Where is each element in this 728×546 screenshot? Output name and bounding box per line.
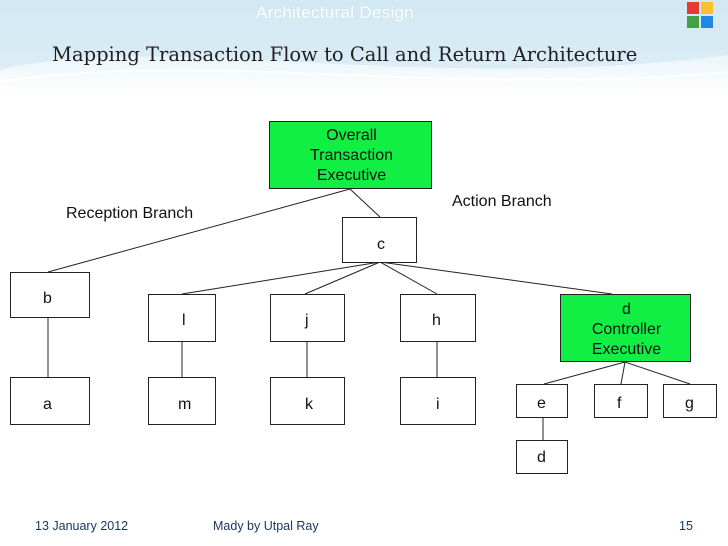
edge-dctrl-f [620,361,626,385]
node-f: f [594,384,648,418]
node-h: h [400,294,476,342]
node-d: d [516,440,568,474]
footer-author: Mady by Utpal Ray [213,519,319,533]
node-m: m [148,377,216,425]
edge-dctrl-g [624,361,691,385]
node-c: c [342,217,417,263]
action-branch-label: Action Branch [452,193,552,210]
node-overall-transaction-executive: Overall Transaction Executive [269,121,432,189]
node-i: i [400,377,476,425]
edge-c-dctrl [379,261,613,295]
node-k: k [270,377,345,425]
node-a: a [10,377,90,425]
logo-icon [683,0,727,30]
node-j: j [270,294,345,342]
node-d-controller-executive: d Controller Executive [560,294,691,362]
edge-overall-b [47,188,351,273]
node-b: b [10,272,90,318]
header-wave-decoration [0,0,728,83]
footer-date: 13 January 2012 [35,519,129,533]
node-l: l [148,294,216,342]
reception-branch-label: Reception Branch [66,205,194,222]
node-g: g [663,384,717,418]
footer-page-number: 15 [679,519,693,533]
node-e: e [516,384,568,418]
slide-title: Mapping Transaction Flow to Call and Ret… [52,43,638,66]
edge-dctrl-e [543,361,626,385]
edge-c-j [304,261,381,295]
edge-c-h [379,261,438,295]
slide-banner: Architectural Design [255,3,415,22]
edge-overall-c [349,188,381,218]
edge-c-l [181,261,381,295]
